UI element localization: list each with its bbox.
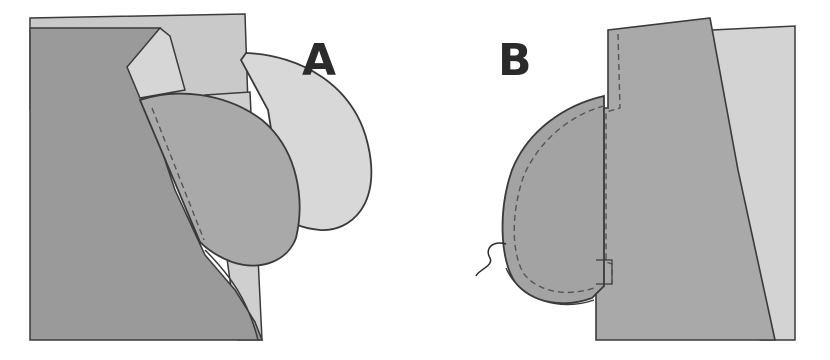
panel-a: A (30, 14, 371, 340)
panel-a-label: A (302, 35, 336, 86)
panel-b-loose-thread (476, 243, 506, 276)
panel-b-label: B (498, 35, 532, 86)
panel-b: B (476, 18, 795, 340)
